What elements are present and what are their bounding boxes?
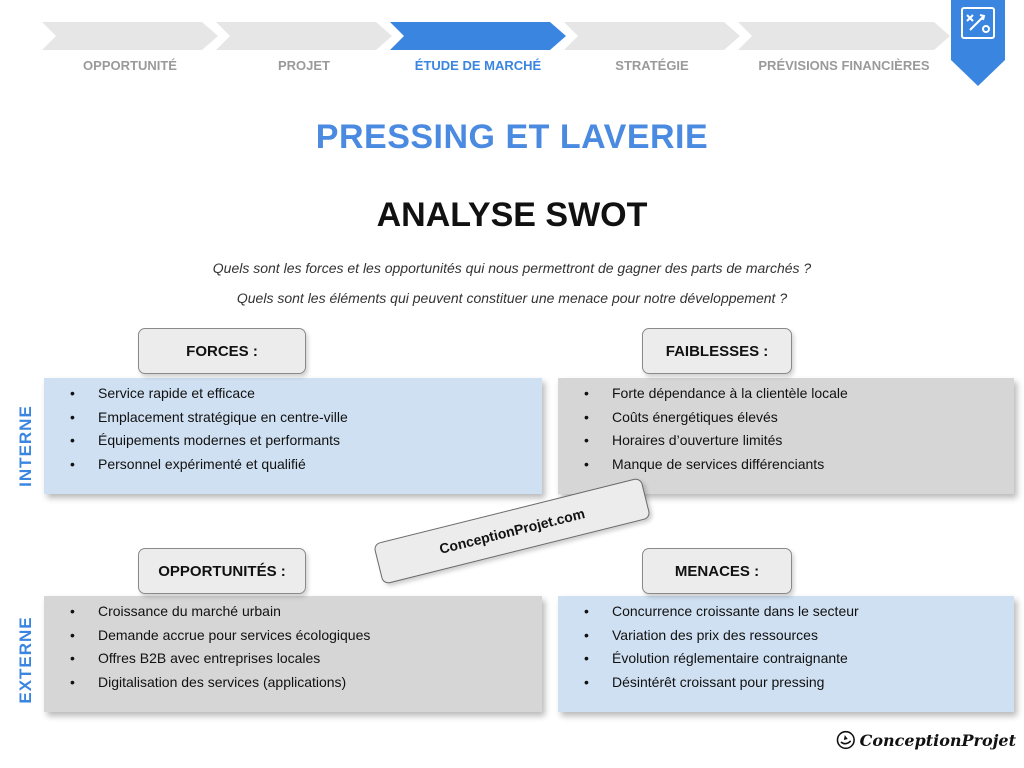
- list-item: Emplacement stratégique en centre-ville: [44, 406, 542, 430]
- step-labels: OPPORTUNITÉ PROJET ÉTUDE DE MARCHÉ STRAT…: [42, 58, 952, 76]
- question-1: Quels sont les forces et les opportunité…: [212, 260, 812, 276]
- step-chevron-etude-de-marche[interactable]: [390, 22, 566, 50]
- list-item: Équipements modernes et performants: [44, 429, 542, 453]
- brand-logo: ConceptionProjet: [836, 728, 1016, 752]
- step-chevron-previsions[interactable]: [738, 22, 950, 50]
- list-item: Demande accrue pour services écologiques: [44, 624, 542, 648]
- opportunites-heading: OPPORTUNITÉS :: [138, 548, 306, 594]
- page-title: PRESSING ET LAVERIE: [315, 118, 709, 156]
- menaces-heading: MENACES :: [642, 548, 792, 594]
- faiblesses-panel: Forte dépendance à la clientèle locale C…: [558, 378, 1014, 494]
- list-item: Personnel expérimenté et qualifié: [44, 453, 542, 477]
- list-item: Forte dépendance à la clientèle locale: [558, 382, 1014, 406]
- forces-panel: Service rapide et efficace Emplacement s…: [44, 378, 542, 494]
- faiblesses-heading: FAIBLESSES :: [642, 328, 792, 374]
- brand-name: ConceptionProjet: [859, 730, 1016, 750]
- step-label-strategie[interactable]: STRATÉGIE: [615, 58, 689, 73]
- step-label-previsions[interactable]: PRÉVISIONS FINANCIÈRES: [758, 58, 930, 73]
- step-label-opportunite[interactable]: OPPORTUNITÉ: [83, 58, 177, 73]
- list-item: Concurrence croissante dans le secteur: [558, 600, 1014, 624]
- section-title: ANALYSE SWOT: [376, 196, 648, 234]
- step-label-projet[interactable]: PROJET: [277, 58, 330, 73]
- side-label-interne-text: INTERNE: [16, 405, 35, 487]
- side-label-interne: INTERNE: [14, 400, 38, 492]
- menaces-panel: Concurrence croissante dans le secteur V…: [558, 596, 1014, 712]
- menaces-list: Concurrence croissante dans le secteur V…: [558, 596, 1014, 694]
- question-2: Quels sont les éléments qui peuvent cons…: [236, 290, 788, 306]
- list-item: Coûts énergétiques élevés: [558, 406, 1014, 430]
- faiblesses-list: Forte dépendance à la clientèle locale C…: [558, 378, 1014, 476]
- side-label-externe-text: EXTERNE: [16, 616, 35, 704]
- forces-list: Service rapide et efficace Emplacement s…: [44, 378, 542, 476]
- corner-ribbon: [951, 0, 1005, 86]
- progress-steps: [42, 22, 952, 50]
- list-item: Service rapide et efficace: [44, 382, 542, 406]
- list-item: Variation des prix des ressources: [558, 624, 1014, 648]
- step-chevron-projet[interactable]: [216, 22, 392, 50]
- step-chevron-opportunite[interactable]: [42, 22, 218, 50]
- watermark-text: ConceptionProjet.com: [437, 505, 587, 557]
- list-item: Offres B2B avec entreprises locales: [44, 647, 542, 671]
- list-item: Digitalisation des services (application…: [44, 671, 542, 695]
- forces-heading: FORCES :: [138, 328, 306, 374]
- list-item: Horaires d’ouverture limités: [558, 429, 1014, 453]
- opportunites-list: Croissance du marché urbain Demande accr…: [44, 596, 542, 694]
- strategy-board-icon: [961, 7, 995, 39]
- list-item: Évolution réglementaire contraignante: [558, 647, 1014, 671]
- step-label-etude-de-marche[interactable]: ÉTUDE DE MARCHÉ: [414, 58, 542, 73]
- list-item: Désintérêt croissant pour pressing: [558, 671, 1014, 695]
- logo-mark-icon: [836, 730, 855, 750]
- opportunites-panel: Croissance du marché urbain Demande accr…: [44, 596, 542, 712]
- list-item: Croissance du marché urbain: [44, 600, 542, 624]
- side-label-externe: EXTERNE: [14, 612, 38, 708]
- list-item: Manque de services différenciants: [558, 453, 1014, 477]
- step-chevron-strategie[interactable]: [564, 22, 740, 50]
